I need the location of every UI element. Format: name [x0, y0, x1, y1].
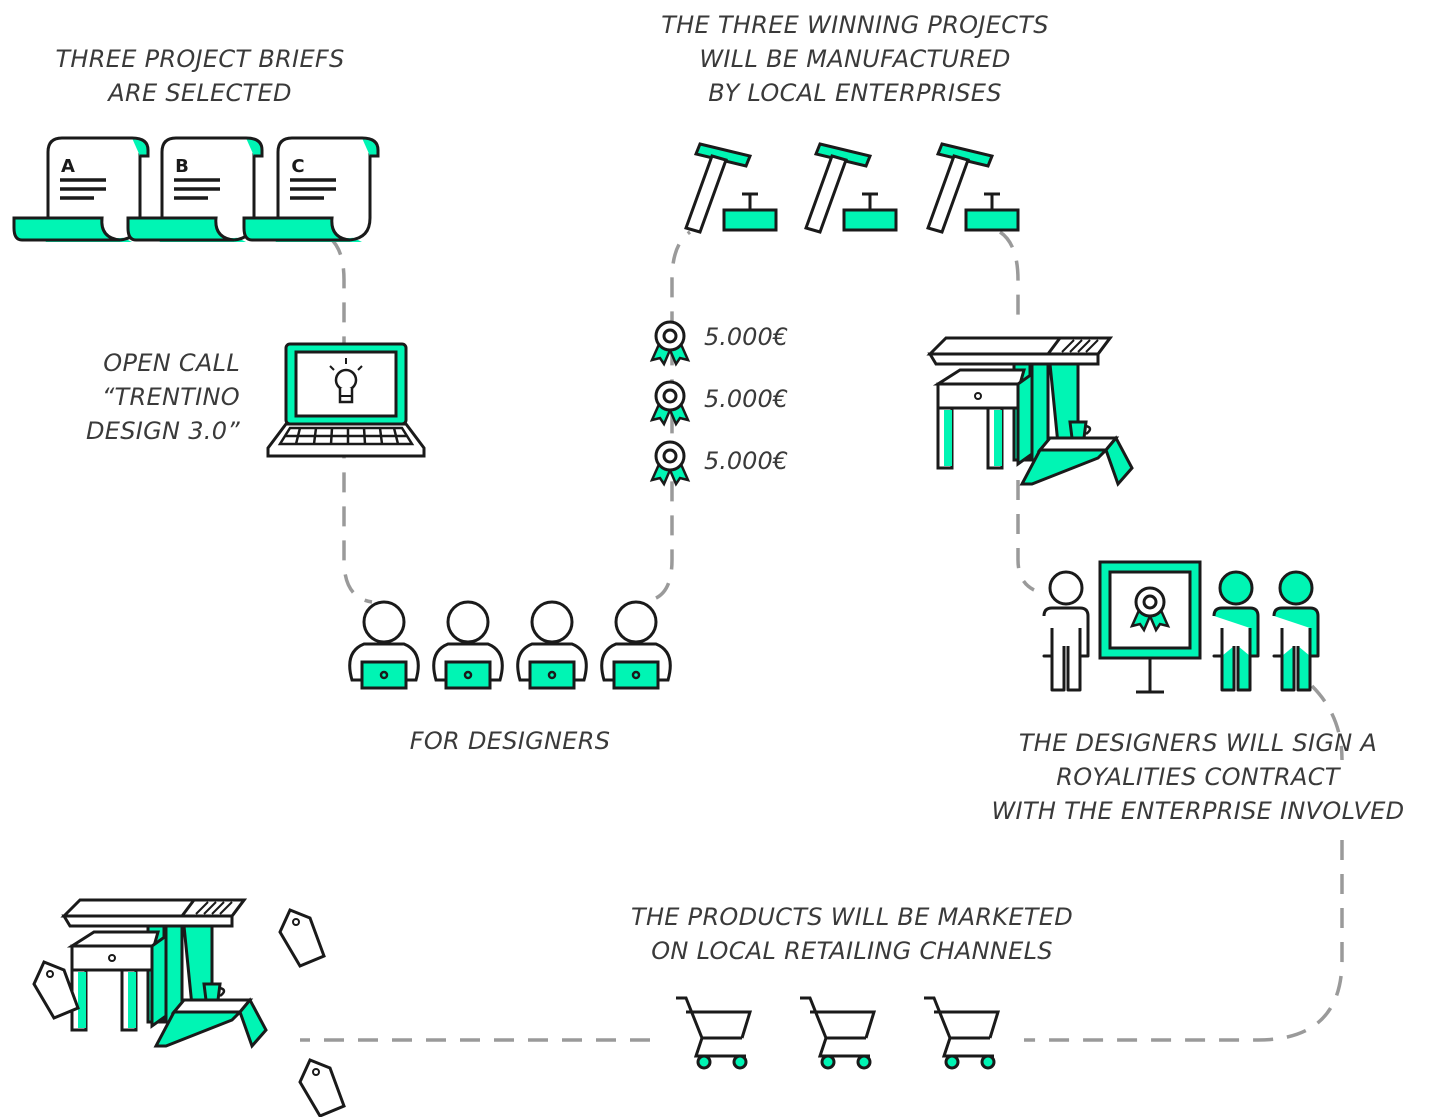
- prize-amount-1: 5.000€: [704, 323, 788, 351]
- designer-icon-3: [516, 600, 588, 690]
- prize-amount-2: 5.000€: [704, 385, 788, 413]
- person-icon-green-2: [1272, 570, 1320, 692]
- award-icon-2: [650, 380, 690, 426]
- designer-icon-1: [348, 600, 420, 690]
- laptop-icon: [266, 342, 426, 458]
- svg-text:C: C: [291, 156, 304, 177]
- cart-icon-1: [674, 996, 752, 1070]
- hammer-icon-3: [926, 142, 1020, 234]
- cart-icon-2: [798, 996, 876, 1070]
- manufacture-label: THE THREE WINNING PROJECTS WILL BE MANUF…: [661, 11, 1049, 107]
- market-label: THE PRODUCTS WILL BE MARKETED ON LOCAL R…: [630, 903, 1073, 965]
- designers-label: FOR DESIGNERS: [409, 727, 611, 755]
- briefs-label: THREE PROJECT BRIEFS ARE SELECTED: [55, 45, 345, 107]
- open-call-label: OPEN CALL “TRENTINO DESIGN 3.0”: [85, 349, 240, 445]
- hammer-icon-2: [804, 142, 898, 234]
- prize-amount-3: 5.000€: [704, 447, 788, 475]
- furniture-icon: [928, 336, 1134, 486]
- svg-text:A: A: [61, 156, 75, 177]
- contract-label: THE DESIGNERS WILL SIGN A ROYALITIES CON…: [991, 729, 1405, 825]
- person-icon-outline: [1042, 570, 1090, 692]
- cart-icon-3: [922, 996, 1000, 1070]
- designer-icon-2: [432, 600, 504, 690]
- hammer-icon-1: [684, 142, 778, 234]
- brief-scroll-b: B: [126, 136, 264, 244]
- award-icon-3: [650, 440, 690, 486]
- certificate-board-icon: [1098, 560, 1202, 694]
- award-icon-1: [650, 320, 690, 366]
- svg-text:B: B: [175, 156, 189, 177]
- person-icon-green-1: [1212, 570, 1260, 692]
- designer-icon-4: [600, 600, 672, 690]
- brief-scroll-c: C: [242, 136, 380, 244]
- brief-scroll-a: A: [12, 136, 150, 244]
- furniture-tagged-icon: [32, 898, 346, 1117]
